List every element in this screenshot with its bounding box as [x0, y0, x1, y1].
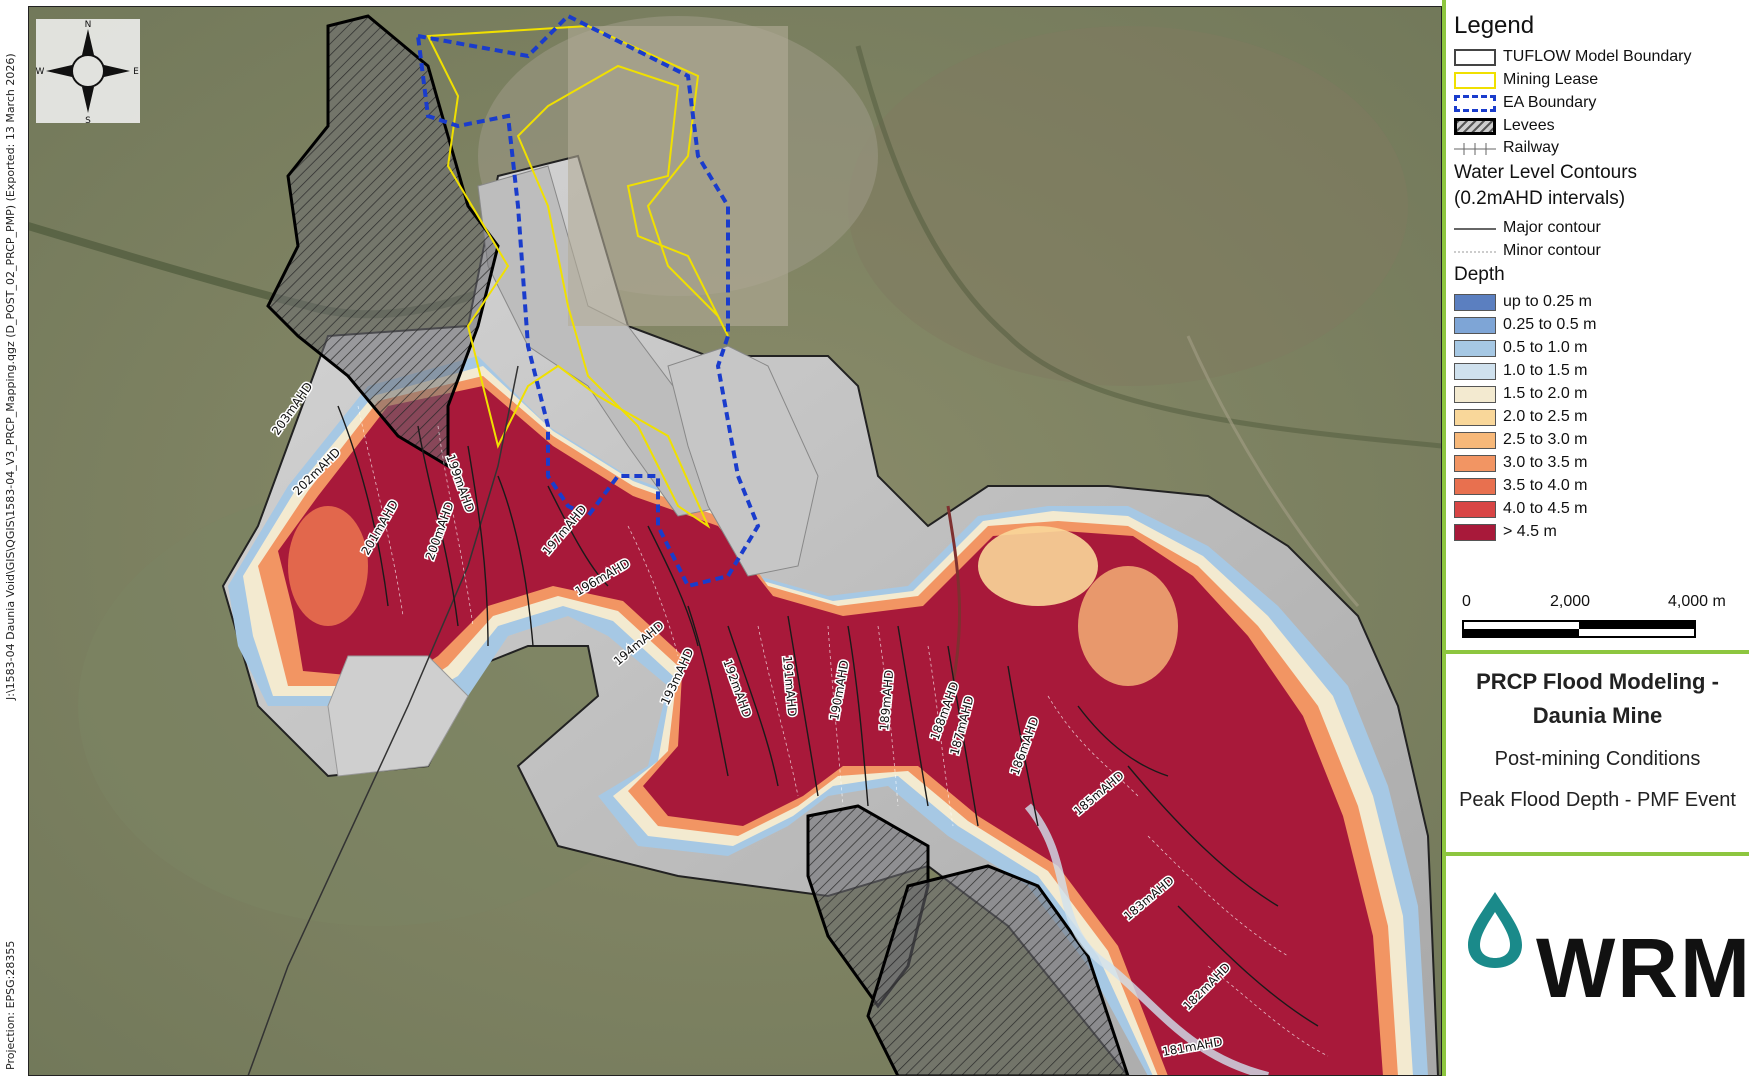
ea-boundary	[415, 13, 761, 589]
wrm-logo	[1460, 890, 1730, 1000]
legend-item-depth-1: 0.25 to 0.5 m	[1454, 315, 1596, 335]
depth-label: 1.5 to 2.0 m	[1503, 385, 1588, 402]
legend-item-depth-4: 1.5 to 2.0 m	[1454, 384, 1588, 404]
north-arrow: N S E W	[36, 19, 140, 126]
water-drop-icon	[1468, 892, 1522, 968]
contours-heading: Water Level Contours	[1454, 162, 1638, 183]
spoil-dump-southwest	[327, 655, 469, 777]
model-boundary-icon	[1454, 48, 1496, 66]
legend-item-depth-2: 0.5 to 1.0 m	[1454, 338, 1588, 358]
levee-south-2	[866, 864, 1130, 1076]
depth-label: 0.25 to 0.5 m	[1503, 316, 1597, 333]
legend-item-depth-10: > 4.5 m	[1454, 522, 1557, 542]
depth-swatch-icon	[1454, 477, 1496, 495]
depth-label: > 4.5 m	[1503, 523, 1557, 540]
legend-item-depth-3: 1.0 to 1.5 m	[1454, 361, 1588, 381]
river-channel	[1024, 803, 1269, 1076]
depth-swatch-icon	[1454, 408, 1496, 426]
map-view[interactable]: 203mAHD 202mAHD 201mAHD 200mAHD 199mAHD …	[28, 6, 1442, 1076]
legend-item-depth-8: 3.5 to 4.0 m	[1454, 476, 1588, 496]
map-canvas[interactable]: 203mAHD 202mAHD 201mAHD 200mAHD 199mAHD …	[28, 6, 1442, 1076]
map-subtitle-2: Peak Flood Depth - PMF Event	[1459, 789, 1736, 811]
depth-swatch-icon	[1454, 431, 1496, 449]
legend-item-depth-0: up to 0.25 m	[1454, 292, 1592, 312]
legend-item-levees: Levees	[1454, 116, 1555, 136]
left-margin: J:\1583-04 Daunia Void\GIS\QGIS\1583-04_…	[0, 0, 28, 1076]
contour-label-191: 191mAHD	[780, 655, 799, 717]
major-contour-line-icon	[1454, 220, 1496, 237]
legend-item-railway: Railway	[1454, 138, 1559, 158]
west-label: W	[36, 67, 45, 77]
flood-depth-deep	[278, 386, 1383, 1076]
depth-swatch-icon	[1454, 293, 1496, 311]
railway-line	[247, 365, 519, 1076]
title-divider-bottom	[1446, 852, 1749, 856]
contours-subheading: (0.2mAHD intervals)	[1454, 188, 1626, 209]
depth-swatch-icon	[1454, 523, 1496, 541]
legend-item-major-contour: Major contour	[1454, 218, 1601, 238]
map-subtitle-1: Post-mining Conditions	[1494, 748, 1701, 770]
depth-swatch-icon	[1454, 385, 1496, 403]
scale-bar	[1462, 620, 1696, 638]
legend-item-mining-lease: Mining Lease	[1454, 70, 1598, 90]
levee-hatch-icon	[1454, 117, 1496, 135]
legend-item-depth-9: 4.0 to 4.5 m	[1454, 499, 1588, 519]
creek-line	[946, 505, 962, 707]
file-path-text: J:\1583-04 Daunia Void\GIS\QGIS\1583-04_…	[4, 53, 17, 700]
scale-label-mid: 2,000	[1550, 593, 1591, 610]
depth-label: 3.0 to 3.5 m	[1503, 454, 1588, 471]
depth-label: 4.0 to 4.5 m	[1503, 500, 1588, 517]
levee-northwest	[266, 14, 500, 469]
major-contours	[337, 405, 1319, 1027]
legend-panel: Legend TUFLOW Model Boundary Mining Leas…	[1442, 0, 1749, 1076]
scale-label-end: 4,000 m	[1668, 593, 1726, 610]
map-title-line-1: PRCP Flood Modeling -	[1476, 669, 1719, 694]
title-divider-top	[1446, 650, 1749, 654]
east-label: E	[133, 67, 139, 77]
map-title-line-2: Daunia Mine	[1532, 703, 1663, 728]
minor-contours	[357, 405, 1329, 1057]
depth-label: 2.0 to 2.5 m	[1503, 408, 1588, 425]
depth-label: 0.5 to 1.0 m	[1503, 339, 1588, 356]
legend-item-minor-contour: Minor contour	[1454, 241, 1601, 261]
wrm-logo-text: WRM	[1536, 921, 1749, 1015]
depth-swatch-icon	[1454, 454, 1496, 472]
depth-swatch-icon	[1454, 362, 1496, 380]
depth-label: 1.0 to 1.5 m	[1503, 362, 1588, 379]
north-label: N	[85, 20, 92, 30]
ea-boundary-icon	[1454, 94, 1496, 112]
legend-item-model-boundary: TUFLOW Model Boundary	[1454, 47, 1692, 67]
depth-label: 2.5 to 3.0 m	[1503, 431, 1588, 448]
depth-swatch-icon	[1454, 316, 1496, 334]
railway-icon	[1454, 140, 1496, 157]
depth-swatch-icon	[1454, 500, 1496, 518]
scale-label-0: 0	[1462, 593, 1471, 610]
sidebar-divider	[1442, 0, 1446, 1076]
mining-lease-icon	[1454, 71, 1496, 89]
minor-contour-line-icon	[1454, 243, 1496, 260]
depth-heading: Depth	[1454, 264, 1505, 285]
depth-label: up to 0.25 m	[1503, 293, 1592, 310]
mining-lease-boundary	[426, 24, 729, 529]
legend-title: Legend	[1454, 12, 1535, 39]
depth-label: 3.5 to 4.0 m	[1503, 477, 1588, 494]
contour-label-189: 189mAHD	[877, 669, 896, 731]
legend-item-depth-5: 2.0 to 2.5 m	[1454, 407, 1588, 427]
legend-item-ea-boundary: EA Boundary	[1454, 93, 1596, 113]
south-label: S	[85, 116, 91, 126]
spoil-dump-east	[667, 345, 819, 577]
legend-item-depth-6: 2.5 to 3.0 m	[1454, 430, 1588, 450]
projection-text: Projection: EPSG:28355	[4, 940, 17, 1070]
legend-item-depth-7: 3.0 to 3.5 m	[1454, 453, 1588, 473]
depth-swatch-icon	[1454, 339, 1496, 357]
